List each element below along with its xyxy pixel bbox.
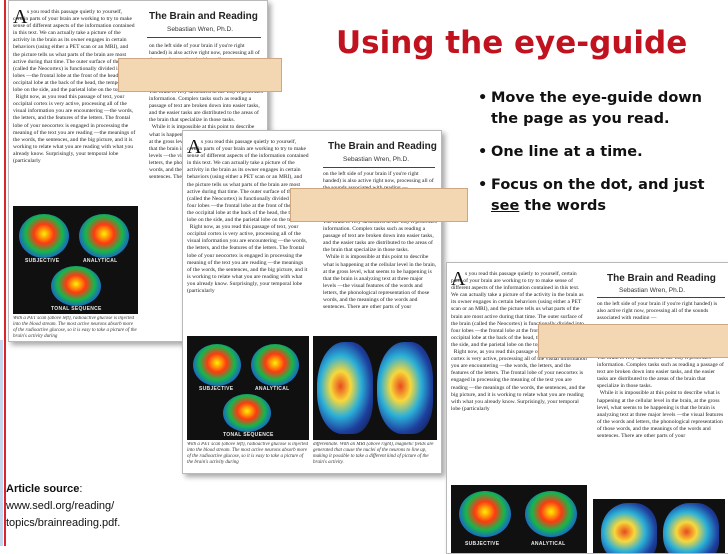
article-title: The Brain and Reading [328, 141, 437, 152]
article-source: Article source: www.sedl.org/reading/ to… [6, 481, 206, 532]
pet-scan-image: SUBJECTIVE ANALYTICAL TONAL SEQUENCE [13, 206, 138, 314]
sidebar-accent [0, 340, 3, 546]
brain-scan-1 [193, 344, 241, 386]
bullet-text-after: the words [519, 198, 607, 214]
mri-head-2 [663, 503, 719, 553]
bullet-text: Focus on the dot, and just see the words [478, 175, 728, 217]
eye-guide-strip-3[interactable] [538, 324, 728, 358]
source-label: Article source [6, 483, 80, 495]
article-column-left: s you read this passage quietly to yours… [451, 271, 587, 412]
bullet-text-before: Focus on the dot, and just [491, 177, 705, 193]
bullet-item-3: • Focus on the dot, and just see the wor… [478, 175, 728, 217]
image-caption: With a PET scan (above left), radioactiv… [187, 442, 308, 465]
article-author: Sebastian Wren, Ph.D. [167, 26, 233, 33]
mri-head-1 [317, 342, 373, 434]
mri-head-1 [601, 503, 657, 553]
bullet-list: • Move the eye-guide down the page as yo… [478, 88, 728, 229]
pet-scan-image: SUBJECTIVE ANALYTICAL [451, 485, 587, 553]
article-page-front: A s you read this passage quietly to you… [446, 262, 728, 554]
scan-label-analytical: ANALYTICAL [83, 258, 118, 264]
title-rule [597, 297, 725, 298]
article-title: The Brain and Reading [149, 11, 258, 22]
scan-label-subjective: SUBJECTIVE [199, 386, 234, 392]
brain-scan-3 [223, 394, 271, 432]
scan-label-analytical: ANALYTICAL [531, 541, 566, 547]
brain-scan-2 [525, 491, 577, 537]
image-caption-mri: differentiate. With an MRI (above right)… [313, 442, 434, 465]
article-author: Sebastian Wren, Ph.D. [619, 287, 685, 294]
bullet-item-2: • One line at a time. [478, 142, 728, 163]
bullet-mark: • [478, 177, 488, 193]
source-url-line1[interactable]: www.sedl.org/reading/ [6, 500, 115, 512]
article-column-right: The brain is very structured in the way … [323, 219, 437, 311]
article-page-middle: A s you read this passage quietly to you… [182, 130, 442, 474]
eye-guide-strip-1[interactable] [118, 58, 282, 92]
bullet-item-1: • Move the eye-guide down the page as yo… [478, 88, 728, 130]
pet-scan-image: SUBJECTIVE ANALYTICAL TONAL SEQUENCE [187, 336, 309, 440]
article-author: Sebastian Wren, Ph.D. [343, 156, 409, 163]
scan-label-analytical: ANALYTICAL [255, 386, 290, 392]
source-url-line2[interactable]: topics/brainreading.pdf. [6, 517, 121, 529]
title-rule [147, 37, 261, 38]
article-column-right-top: on the left side of your brain if you're… [597, 301, 719, 319]
article-dropcap: A [187, 136, 202, 158]
brain-scan-2 [79, 214, 129, 258]
article-dropcap: A [13, 6, 28, 28]
brain-scan-3 [51, 266, 101, 306]
brain-scan-1 [19, 214, 69, 258]
brain-scan-1 [459, 491, 511, 537]
bullet-mark: • [478, 144, 488, 160]
scan-label-subjective: SUBJECTIVE [465, 541, 500, 547]
title-rule [323, 167, 435, 168]
eye-guide-strip-2[interactable] [290, 188, 468, 222]
slide-edge-line [4, 0, 6, 546]
slide-title: Using the eye-guide [336, 25, 688, 61]
mri-image [593, 499, 725, 553]
article-title: The Brain and Reading [607, 273, 716, 284]
article-dropcap: A [451, 268, 466, 290]
article-column-left: s you read this passage quietly to yours… [187, 139, 309, 294]
scan-label-subjective: SUBJECTIVE [25, 258, 60, 264]
bullet-text: Move the eye-guide down the page as you … [491, 90, 702, 127]
bullet-text: One line at a time. [491, 144, 643, 160]
scan-label-tonal: TONAL SEQUENCE [51, 306, 102, 312]
mri-head-2 [377, 342, 433, 434]
mri-image [313, 336, 437, 440]
source-label-line: Article source: [6, 481, 206, 498]
brain-scan-2 [251, 344, 299, 386]
article-column-right: The brain is very structured in the way … [597, 355, 724, 440]
image-caption: With a PET scan (above left), radioactiv… [13, 316, 137, 339]
bullet-mark: • [478, 90, 488, 106]
scan-label-tonal: TONAL SEQUENCE [223, 432, 274, 438]
bullet-text-underlined: see [491, 198, 520, 214]
article-column-left: s you read this passage quietly to yours… [13, 9, 136, 164]
source-colon: : [79, 483, 83, 495]
article-column-right-top: on the left side of your brain if you're… [323, 171, 434, 189]
